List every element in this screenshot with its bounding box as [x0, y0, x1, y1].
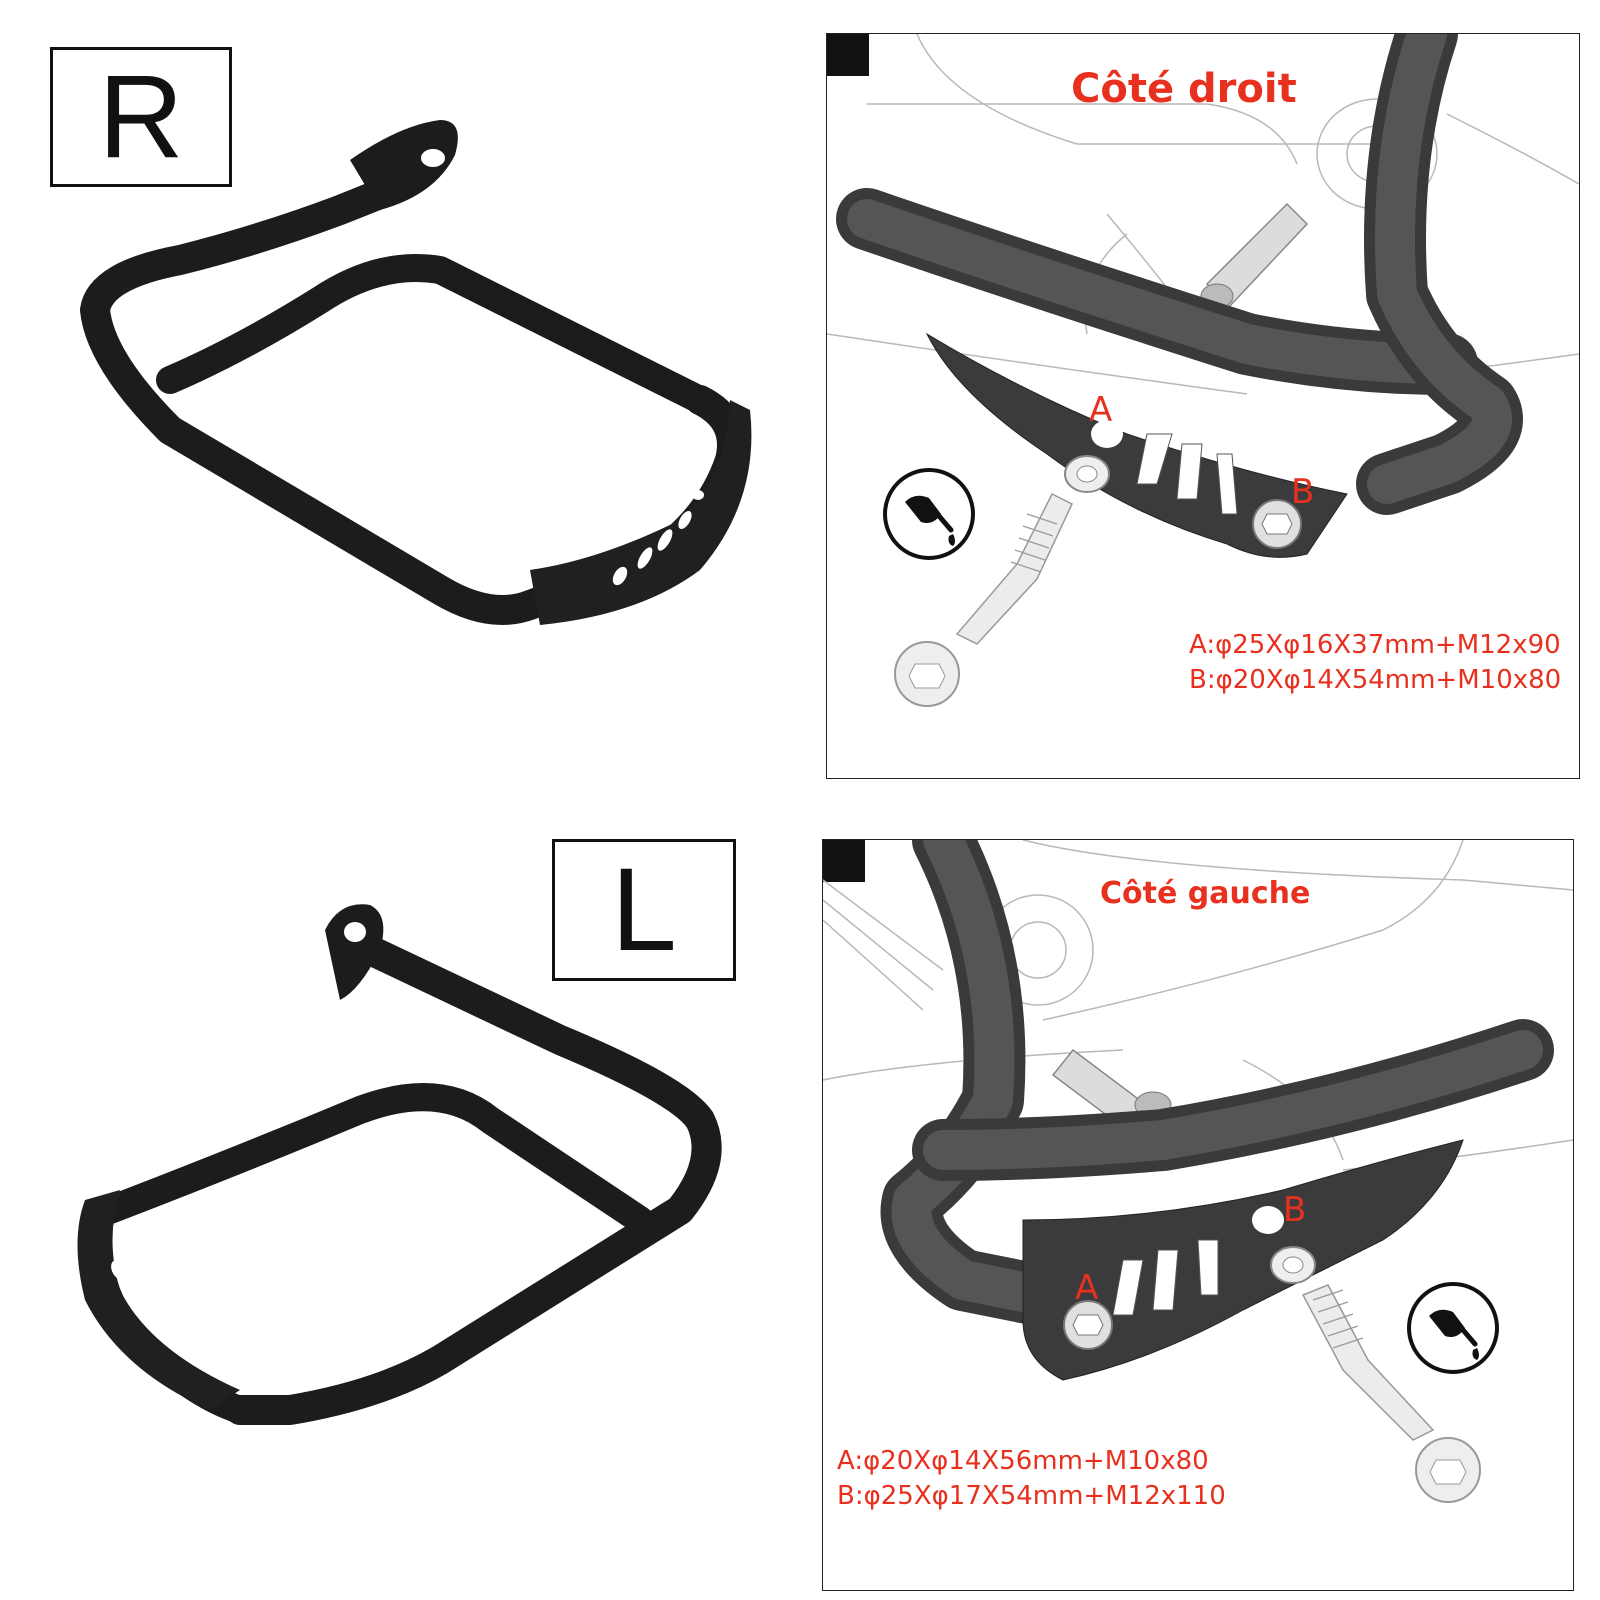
threadlocker-icon: [883, 468, 975, 560]
marker-b: B: [1291, 472, 1315, 512]
left-diagram-title: Côté gauche: [1100, 876, 1311, 911]
right-side-label-box: R: [50, 47, 232, 187]
marker-a: A: [1075, 1268, 1099, 1308]
spec-b: B:φ20Xφ14X54mm+M10x80: [1189, 665, 1562, 695]
threadlocker-icon: [1407, 1282, 1499, 1374]
left-side-install-diagram: Côté gauche B A A:φ20Xφ14X56mm+M10x80 B:…: [822, 839, 1574, 1591]
spec-a: A:φ20Xφ14X56mm+M10x80: [837, 1446, 1209, 1476]
right-side-label: R: [98, 51, 184, 183]
marker-a: A: [1089, 390, 1113, 430]
left-side-label: L: [611, 844, 677, 976]
spec-list: A:φ20Xφ14X56mm+M10x80 B:φ25Xφ17X54mm+M12…: [837, 1444, 1226, 1514]
spec-b: B:φ25Xφ17X54mm+M12x110: [837, 1481, 1226, 1511]
corner-marker: [823, 840, 865, 882]
right-crash-bar-photo: [60, 100, 760, 660]
spec-a: A:φ25Xφ16X37mm+M12x90: [1189, 630, 1561, 660]
left-side-label-box: L: [552, 839, 736, 981]
corner-marker: [827, 34, 869, 76]
right-diagram-title: Côté droit: [1071, 66, 1297, 112]
marker-b: B: [1283, 1190, 1307, 1230]
left-crash-bar-photo: [40, 890, 760, 1490]
right-side-install-diagram: Côté droit A B A:φ25Xφ16X37mm+M12x90 B:φ…: [826, 33, 1580, 779]
spec-list: A:φ25Xφ16X37mm+M12x90 B:φ20Xφ14X54mm+M10…: [1189, 628, 1561, 698]
